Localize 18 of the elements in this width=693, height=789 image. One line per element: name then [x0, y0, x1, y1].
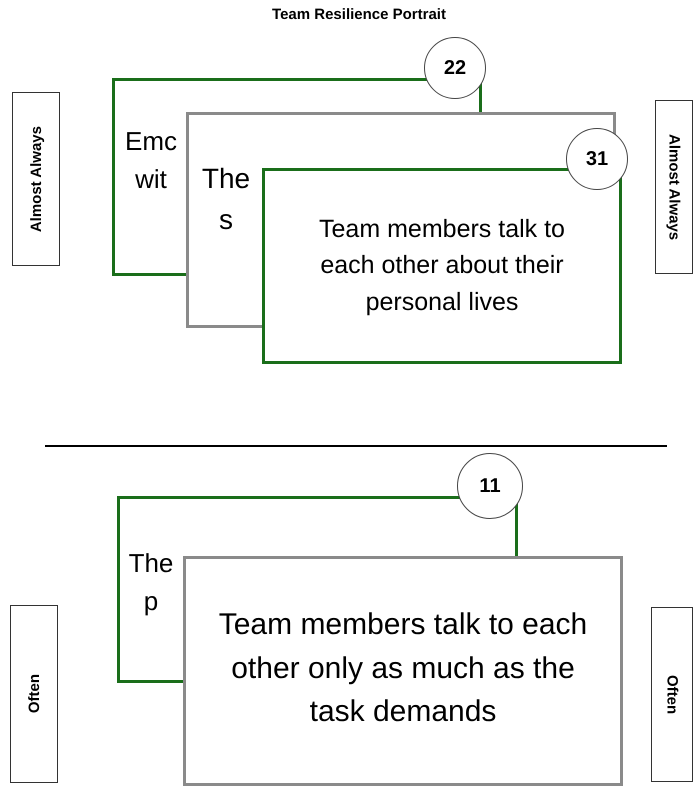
number-badge: 11 — [457, 453, 523, 519]
card — [183, 556, 623, 786]
rating-label: Often — [10, 605, 58, 783]
rating-label: Almost Always — [655, 100, 693, 274]
card-text: The s — [200, 162, 252, 237]
card — [117, 496, 183, 683]
card-text: Emc wit — [124, 125, 178, 196]
card — [186, 112, 262, 328]
number-badge: 31 — [566, 128, 628, 190]
rating-label: Often — [651, 607, 693, 782]
card — [112, 78, 186, 276]
card-text: Team members talk to each other only as much as the task demands — [218, 607, 588, 730]
card-text: The p — [128, 547, 174, 618]
number-badge: 22 — [424, 37, 486, 99]
card — [262, 168, 622, 364]
card-text: Team members talk to each other about their personal lives — [318, 214, 566, 318]
title: Team Resilience Portrait — [272, 6, 446, 23]
rating-label: Almost Always — [12, 92, 60, 266]
